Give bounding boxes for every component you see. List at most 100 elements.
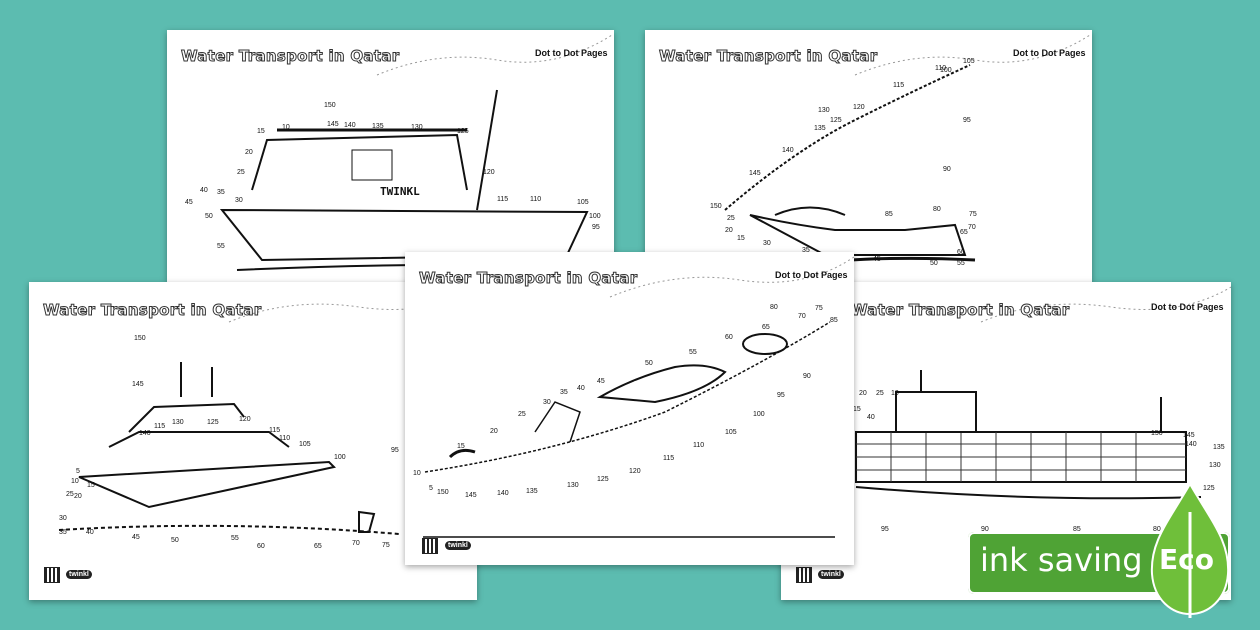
- svg-text:140: 140: [497, 490, 509, 497]
- svg-text:115: 115: [269, 427, 280, 434]
- svg-text:80: 80: [1153, 526, 1161, 533]
- svg-text:50: 50: [645, 360, 653, 367]
- svg-text:140: 140: [139, 430, 151, 437]
- svg-text:130: 130: [567, 482, 579, 489]
- svg-text:55: 55: [689, 349, 697, 356]
- svg-text:90: 90: [803, 373, 811, 380]
- svg-text:65: 65: [314, 543, 322, 550]
- svg-text:135: 135: [526, 488, 538, 495]
- svg-text:5: 5: [76, 468, 80, 475]
- svg-text:125: 125: [207, 419, 219, 426]
- svg-text:30: 30: [59, 515, 67, 522]
- svg-text:110: 110: [279, 435, 290, 442]
- svg-text:50: 50: [171, 537, 179, 544]
- svg-text:130: 130: [1209, 462, 1221, 469]
- svg-text:145: 145: [465, 492, 477, 499]
- svg-text:25: 25: [518, 411, 526, 418]
- svg-text:125: 125: [830, 117, 842, 124]
- svg-text:20: 20: [74, 493, 82, 500]
- sheet-title: Water Transport in Qatar: [180, 47, 400, 66]
- sheet-subtitle: Dot to Dot Pages: [535, 48, 608, 58]
- sheet-subtitle: Dot to Dot Pages: [1151, 302, 1224, 312]
- svg-text:35: 35: [802, 247, 810, 254]
- qr-code: [422, 538, 438, 554]
- svg-text:80: 80: [933, 206, 941, 213]
- svg-text:105: 105: [963, 58, 975, 65]
- eco-label: Eco: [1159, 543, 1214, 576]
- svg-text:125: 125: [457, 128, 469, 135]
- svg-text:85: 85: [1073, 526, 1081, 533]
- svg-text:75: 75: [969, 211, 977, 218]
- twinkl-logo: twinkl: [66, 570, 92, 579]
- svg-text:130: 130: [172, 419, 184, 426]
- svg-text:10: 10: [282, 124, 290, 131]
- svg-text:40: 40: [200, 187, 208, 194]
- svg-text:110: 110: [935, 65, 946, 72]
- svg-text:20: 20: [245, 149, 253, 156]
- qr-code: [44, 567, 60, 583]
- svg-text:145: 145: [749, 170, 761, 177]
- svg-text:95: 95: [592, 224, 600, 231]
- svg-text:10: 10: [891, 390, 899, 397]
- svg-text:45: 45: [132, 534, 140, 541]
- svg-text:20: 20: [490, 428, 498, 435]
- svg-text:35: 35: [217, 189, 225, 196]
- svg-text:150: 150: [134, 335, 146, 342]
- svg-text:95: 95: [391, 447, 399, 454]
- svg-text:60: 60: [725, 334, 733, 341]
- svg-text:100: 100: [334, 454, 346, 461]
- svg-text:25: 25: [66, 491, 74, 498]
- svg-text:65: 65: [762, 324, 770, 331]
- svg-text:110: 110: [530, 196, 541, 203]
- svg-text:30: 30: [235, 197, 243, 204]
- svg-text:90: 90: [943, 166, 951, 173]
- svg-text:100: 100: [753, 411, 765, 418]
- svg-text:60: 60: [957, 249, 965, 256]
- svg-text:95: 95: [881, 526, 889, 533]
- svg-text:15: 15: [257, 128, 265, 135]
- svg-text:15: 15: [457, 443, 465, 450]
- svg-text:40: 40: [577, 385, 585, 392]
- svg-text:45: 45: [597, 378, 605, 385]
- svg-text:70: 70: [352, 540, 360, 547]
- svg-text:55: 55: [957, 260, 965, 267]
- svg-text:95: 95: [963, 117, 971, 124]
- svg-text:15: 15: [87, 482, 95, 489]
- svg-text:25: 25: [876, 390, 884, 397]
- svg-text:20: 20: [859, 390, 867, 397]
- svg-text:5: 5: [429, 485, 433, 492]
- svg-text:40: 40: [867, 414, 875, 421]
- svg-text:115: 115: [663, 455, 674, 462]
- sheet-title: Water Transport in Qatar: [42, 301, 262, 320]
- svg-text:100: 100: [940, 67, 952, 74]
- svg-text:90: 90: [981, 526, 989, 533]
- svg-text:70: 70: [968, 224, 976, 231]
- twinkl-logo: twinkl: [818, 570, 844, 579]
- svg-text:105: 105: [299, 441, 311, 448]
- boat-name-label: TWINKL: [380, 185, 420, 198]
- sheet-title: Water Transport in Qatar: [850, 301, 1070, 320]
- svg-text:110: 110: [693, 442, 704, 449]
- svg-text:100: 100: [589, 213, 601, 220]
- svg-text:120: 120: [853, 104, 865, 111]
- svg-text:140: 140: [1185, 441, 1197, 448]
- svg-text:65: 65: [960, 229, 968, 236]
- twinkl-logo: twinkl: [445, 541, 471, 550]
- svg-text:145: 145: [1183, 432, 1195, 439]
- svg-text:10: 10: [413, 470, 421, 477]
- svg-text:75: 75: [815, 305, 823, 312]
- svg-text:10: 10: [71, 478, 79, 485]
- svg-text:135: 135: [1213, 444, 1225, 451]
- svg-text:115: 115: [154, 423, 165, 430]
